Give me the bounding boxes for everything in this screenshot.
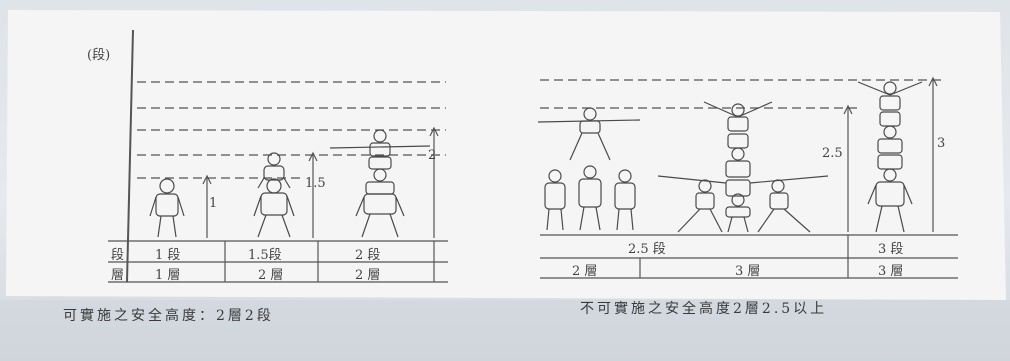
arrowhead [429, 126, 439, 137]
arrowhead [928, 76, 938, 87]
photo-shadow [0, 300, 1010, 361]
right-panel [537, 76, 958, 279]
arrowhead [202, 174, 212, 185]
figure-single [149, 178, 185, 238]
duan-value-1: 1 段 [155, 248, 181, 263]
figure-shoulder-stand [253, 152, 295, 238]
figure-two-level [329, 129, 431, 238]
measure-label-2-5: 2.5 [822, 146, 843, 161]
duan-value-2-5: 2.5 段 [628, 242, 666, 257]
height-axis [126, 29, 134, 283]
ceng-value-right-2: 3 層 [735, 264, 761, 279]
row-label-ceng: 層 [111, 268, 125, 283]
duan-value-3: 2 段 [355, 248, 381, 263]
ceng-value-right-3: 3 層 [878, 264, 904, 279]
figure-pyramid-3-layer [657, 101, 829, 233]
duan-value-3-right: 3 段 [878, 242, 904, 257]
ceng-value-1: 1 層 [155, 268, 181, 283]
ceng-value-3: 2 層 [355, 268, 381, 283]
caption-safe: 可實施之安全高度：2層2段 [63, 308, 274, 324]
measure-label-3: 3 [937, 136, 946, 151]
measure-label-1: 1 [209, 196, 218, 211]
measure-label-1-5: 1.5 [305, 176, 326, 191]
figure-column-3-layer [857, 81, 923, 233]
arrowhead [843, 104, 853, 115]
duan-value-2: 1.5段 [248, 248, 282, 263]
ceng-value-2: 2 層 [258, 268, 284, 283]
caption-unsafe: 不可實施之安全高度2層2.5以上 [580, 301, 828, 317]
left-panel [108, 29, 448, 283]
axis-unit-label: (段) [87, 48, 111, 63]
figure-pyramid-2-layer [537, 107, 641, 231]
ceng-value-right-1: 2 層 [572, 264, 598, 279]
arrowhead [308, 151, 318, 162]
row-label-duan: 段 [111, 248, 125, 263]
measure-label-2: 2 [428, 148, 437, 163]
